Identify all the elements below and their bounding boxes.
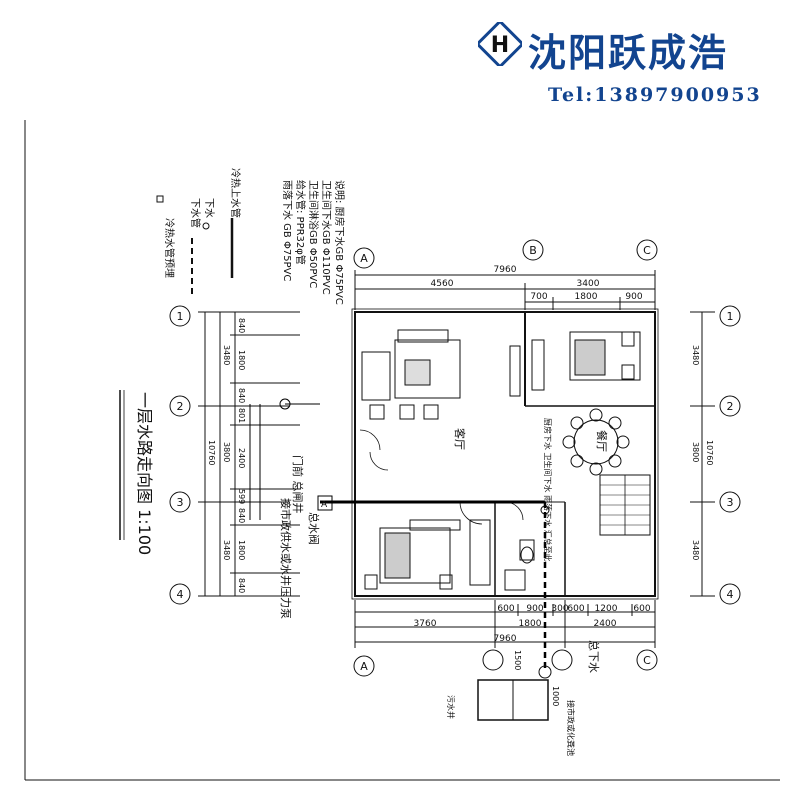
dim-left-total: 10760 <box>207 440 216 466</box>
axis-bottom: A C 600 900 300 600 1200 600 3760 1800 2… <box>353 600 658 677</box>
dim-left-sub-5: 2400 <box>237 448 246 469</box>
legend-drain: 下水 <box>203 198 214 218</box>
axis-label-2-left: 2 <box>177 400 184 413</box>
dim-left-span-1: 3480 <box>222 345 231 366</box>
dim-top-bc: 3400 <box>577 279 600 289</box>
dim-left-sub-9: 840 <box>237 578 246 594</box>
dining-room-label: 餐厅 <box>595 430 608 452</box>
dim-bottom-a: 3760 <box>414 619 437 629</box>
dim-top-sub-1: 700 <box>530 292 547 302</box>
dim-left-sub-1: 840 <box>237 318 246 334</box>
company-phone: Tel:13897900953 <box>548 84 762 106</box>
svg-text:H: H <box>491 33 509 58</box>
dim-top-ab: 4560 <box>431 279 454 289</box>
dim-top-sub-2: 1800 <box>575 292 598 302</box>
dim-bottom-sub-4: 600 <box>567 604 584 614</box>
municipal-water-label: 接市政供水或水井压力泵 <box>279 498 292 619</box>
house-h-logo-icon: H <box>478 22 522 66</box>
dim-bottom-b: 1800 <box>519 619 542 629</box>
dim-left-sub-7: 840 <box>237 508 246 524</box>
axis-label-2-right: 2 <box>727 400 734 413</box>
sewer-note: 接市政或化粪池 <box>566 700 575 756</box>
design-notes: 说明: 厨房下水GB Φ75PVC 卫生间下水GB Φ110PVC 卫生间淋浴G… <box>281 180 344 305</box>
bed-top-right <box>531 331 641 391</box>
axis-label-c-bottom: C <box>643 654 651 667</box>
dim-top-sub-3: 900 <box>625 292 642 302</box>
company-name: 沈阳跃成浩 <box>528 30 729 75</box>
drain-out-label: 总下水 <box>587 640 600 673</box>
axis-label-4-left: 4 <box>177 588 184 601</box>
tank-dim-note: 1000 <box>551 686 560 707</box>
legend-hot-cold-supply: 冷热上水管 <box>229 168 240 218</box>
axis-label-b-top: B <box>529 244 537 257</box>
axis-top: A B C 7960 4560 3400 700 1800 900 <box>353 239 658 310</box>
septic-tank <box>477 665 552 721</box>
dim-right-span-1: 3480 <box>691 345 700 366</box>
septic-tank-label: 污水井 <box>446 695 455 719</box>
dim-bottom-sub-5: 1200 <box>595 604 618 614</box>
dim-right-total: 10760 <box>705 440 714 466</box>
legend-symbols <box>156 195 234 296</box>
axis-label-c-top: C <box>643 244 651 257</box>
dim-bottom-c: 2400 <box>594 619 617 629</box>
dim-left-sub-4: 801 <box>237 408 246 424</box>
dim-bottom-sub-1: 600 <box>497 604 514 614</box>
dim-right-span-3: 3480 <box>691 540 700 561</box>
axis-label-4-right: 4 <box>727 588 734 601</box>
dim-right-span-2: 3800 <box>691 442 700 463</box>
dim-left-span-2: 3800 <box>222 442 231 463</box>
axis-label-1-left: 1 <box>177 310 184 323</box>
dim-left-span-3: 3480 <box>222 540 231 561</box>
axis-label-3-left: 3 <box>177 496 184 509</box>
dim-top-total: 7960 <box>494 265 517 275</box>
axis-label-a-bottom: A <box>360 660 368 673</box>
axis-right: 1 2 3 4 <box>690 305 741 605</box>
dim-left-sub-2: 1800 <box>237 350 246 371</box>
kitchen-drain-note: 厨房下水 卫生间下水 雨落下水 汇总至此 <box>543 418 552 562</box>
dim-left-sub-8: 1800 <box>237 540 246 561</box>
distance-note: 1500 <box>513 650 522 671</box>
dim-left-sub-3: 840 <box>237 388 246 404</box>
dim-left-sub-6: 599 <box>237 489 246 505</box>
dim-bottom-sub-2: 900 <box>526 604 543 614</box>
main-valve-marker: A <box>321 500 328 510</box>
axis-label-a-top: A <box>360 252 368 265</box>
drawing-title: 一层水路走向图 1:100 <box>135 392 154 556</box>
living-room-label: 客厅 <box>453 428 466 450</box>
axis-label-1-right: 1 <box>727 310 734 323</box>
dining-table <box>562 408 630 476</box>
main-valve-label: 总水阀 <box>307 512 320 545</box>
axis-label-3-right: 3 <box>727 496 734 509</box>
dim-bottom-sub-3: 300 <box>551 604 568 614</box>
water-main-line <box>249 398 550 670</box>
dim-bottom-total: 7960 <box>494 634 517 644</box>
axis-left: 1 2 3 4 <box>169 305 300 605</box>
bed-bottom-left <box>364 519 461 590</box>
legend-downpipe: 下水管 <box>189 198 200 228</box>
dim-bottom-sub-6: 600 <box>633 604 650 614</box>
sofa-set <box>361 329 521 420</box>
bathroom-fixtures <box>469 519 535 591</box>
legend-hot-cold-reserve: 冷热水管预埋 <box>163 218 174 278</box>
